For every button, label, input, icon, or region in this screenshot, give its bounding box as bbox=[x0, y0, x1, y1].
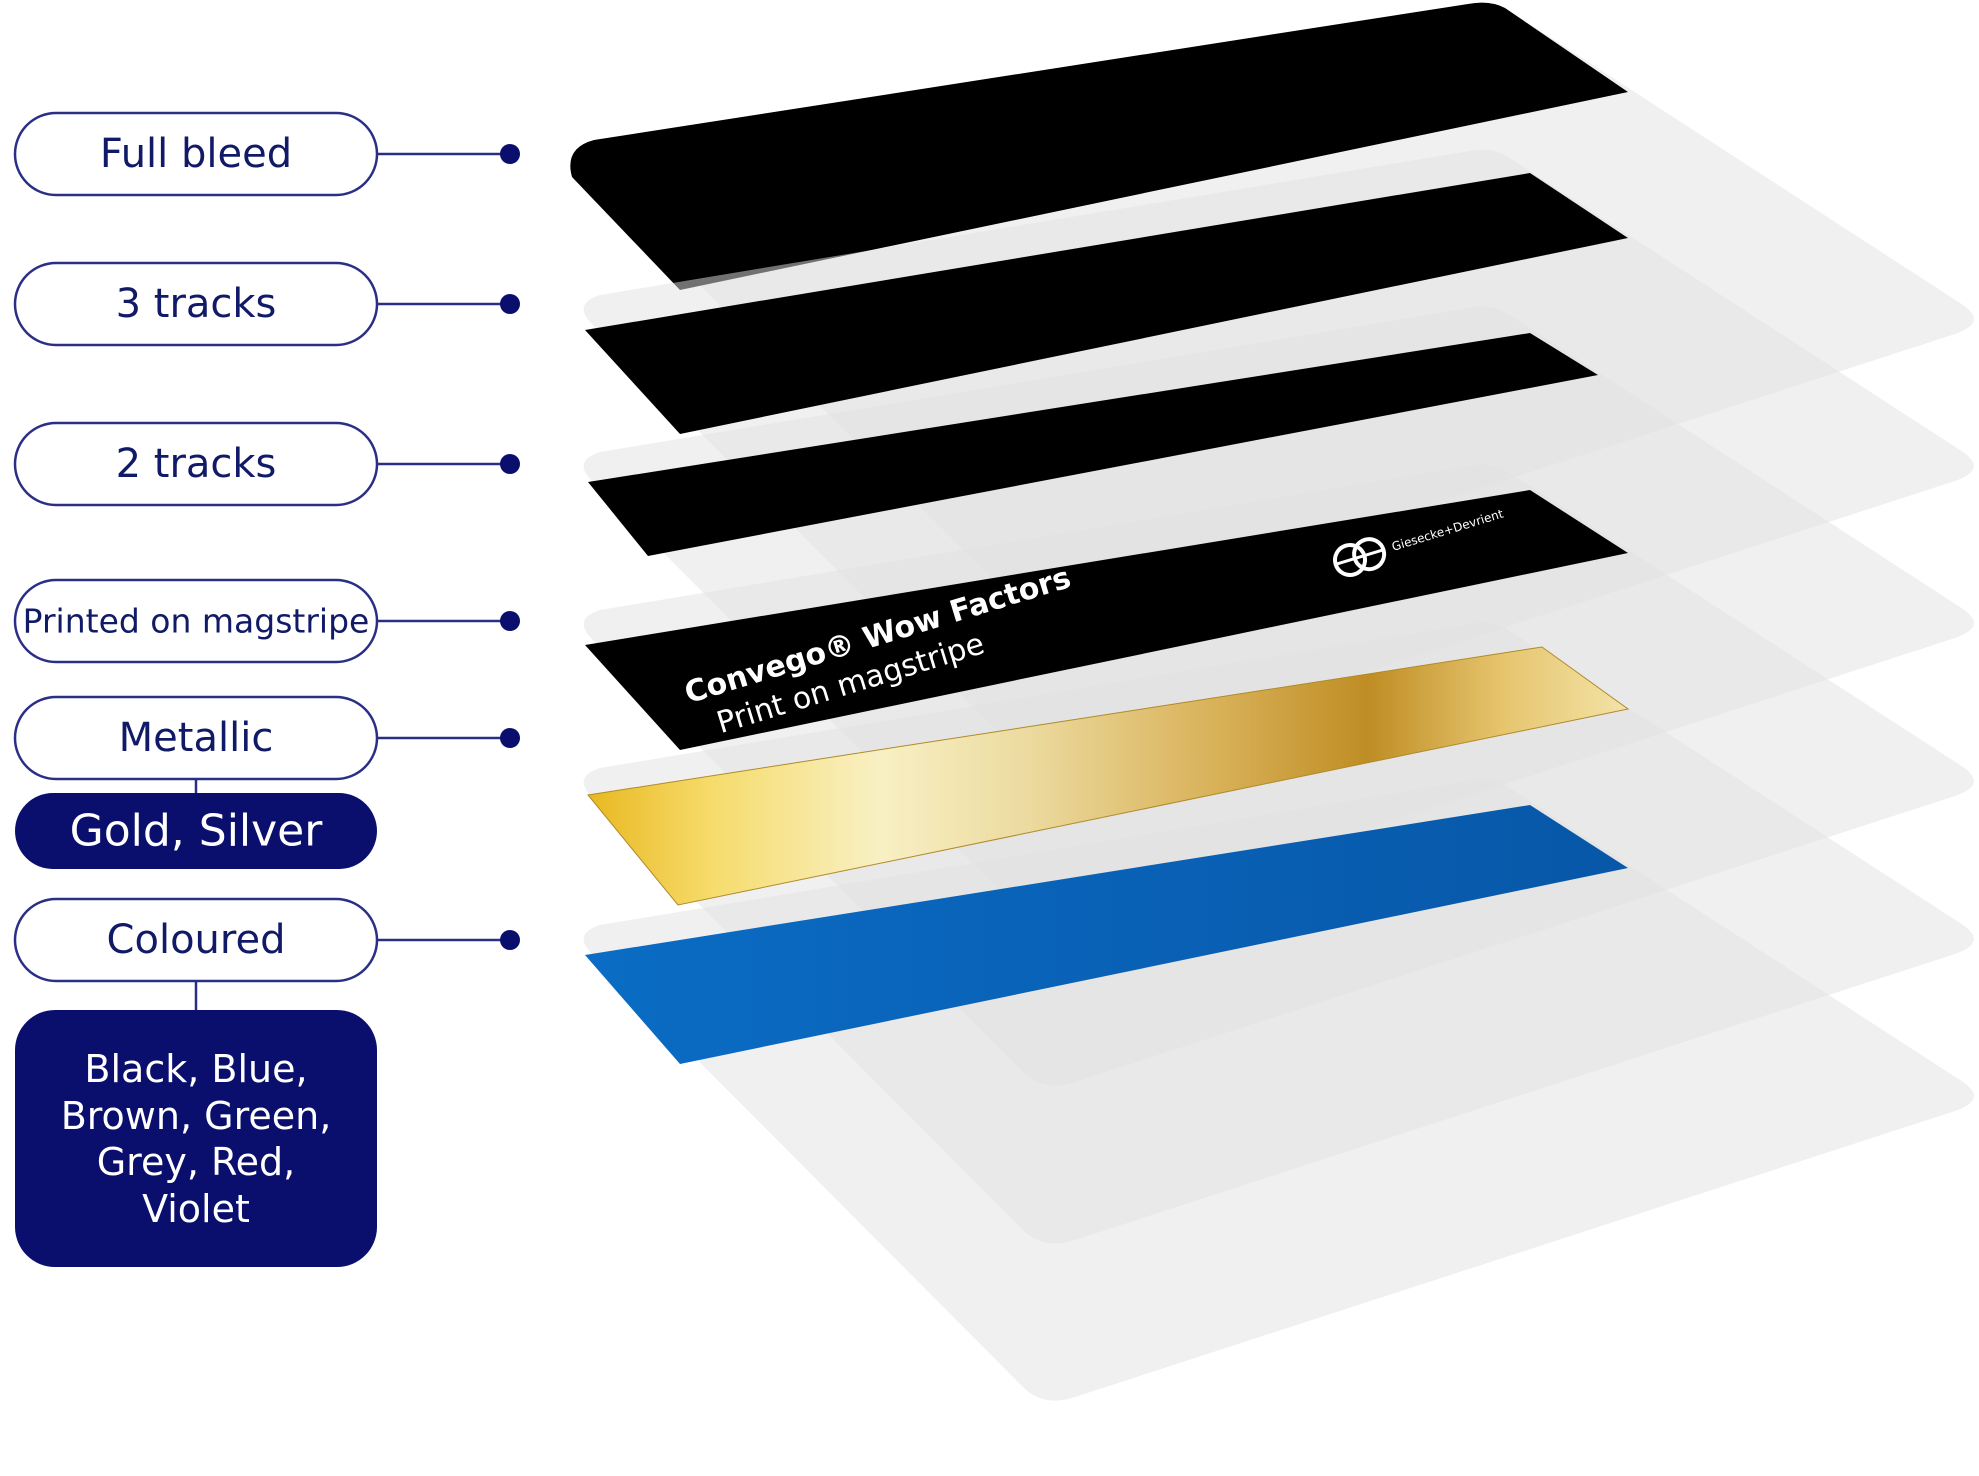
connector-dot bbox=[500, 611, 520, 631]
magstripe-full-bleed bbox=[570, 2, 1628, 291]
options-text-line-4: Violet bbox=[142, 1187, 250, 1231]
options-box-metallic bbox=[15, 793, 377, 869]
options-text-line-1: Black, Blue, bbox=[84, 1047, 307, 1091]
connector-dot bbox=[500, 144, 520, 164]
label-printed-on-magstripe: Printed on magstripe bbox=[13, 578, 520, 664]
connector-dot bbox=[500, 728, 520, 748]
label-text: Metallic bbox=[119, 715, 274, 761]
label-coloured: Coloured Black, Blue, Brown, Green, Grey… bbox=[13, 897, 520, 1267]
magstripe-2-tracks bbox=[588, 333, 1598, 556]
options-text-line-2: Brown, Green, bbox=[61, 1094, 332, 1138]
label-text: Full bleed bbox=[100, 131, 292, 177]
label-metallic: Metallic Gold, Silver bbox=[13, 695, 520, 869]
label-text: 3 tracks bbox=[116, 281, 277, 327]
label-text: Coloured bbox=[107, 917, 286, 963]
options-text-line-3: Grey, Red, bbox=[97, 1140, 296, 1184]
options-box-coloured bbox=[15, 1010, 377, 1267]
connector-dot bbox=[500, 930, 520, 950]
connector-dot bbox=[500, 454, 520, 474]
label-text: 2 tracks bbox=[116, 441, 277, 487]
label-full-bleed: Full bleed bbox=[13, 111, 520, 197]
label-text: Printed on magstripe bbox=[23, 602, 370, 641]
card-layer-coloured bbox=[583, 779, 1974, 1401]
magstripe-3-tracks bbox=[585, 173, 1628, 434]
label-2-tracks: 2 tracks bbox=[13, 421, 520, 507]
options-text: Gold, Silver bbox=[70, 806, 324, 857]
label-3-tracks: 3 tracks bbox=[13, 261, 520, 347]
magstripe-coloured bbox=[585, 805, 1628, 1064]
connector-dot bbox=[500, 294, 520, 314]
magstripe-metallic bbox=[587, 646, 1630, 906]
